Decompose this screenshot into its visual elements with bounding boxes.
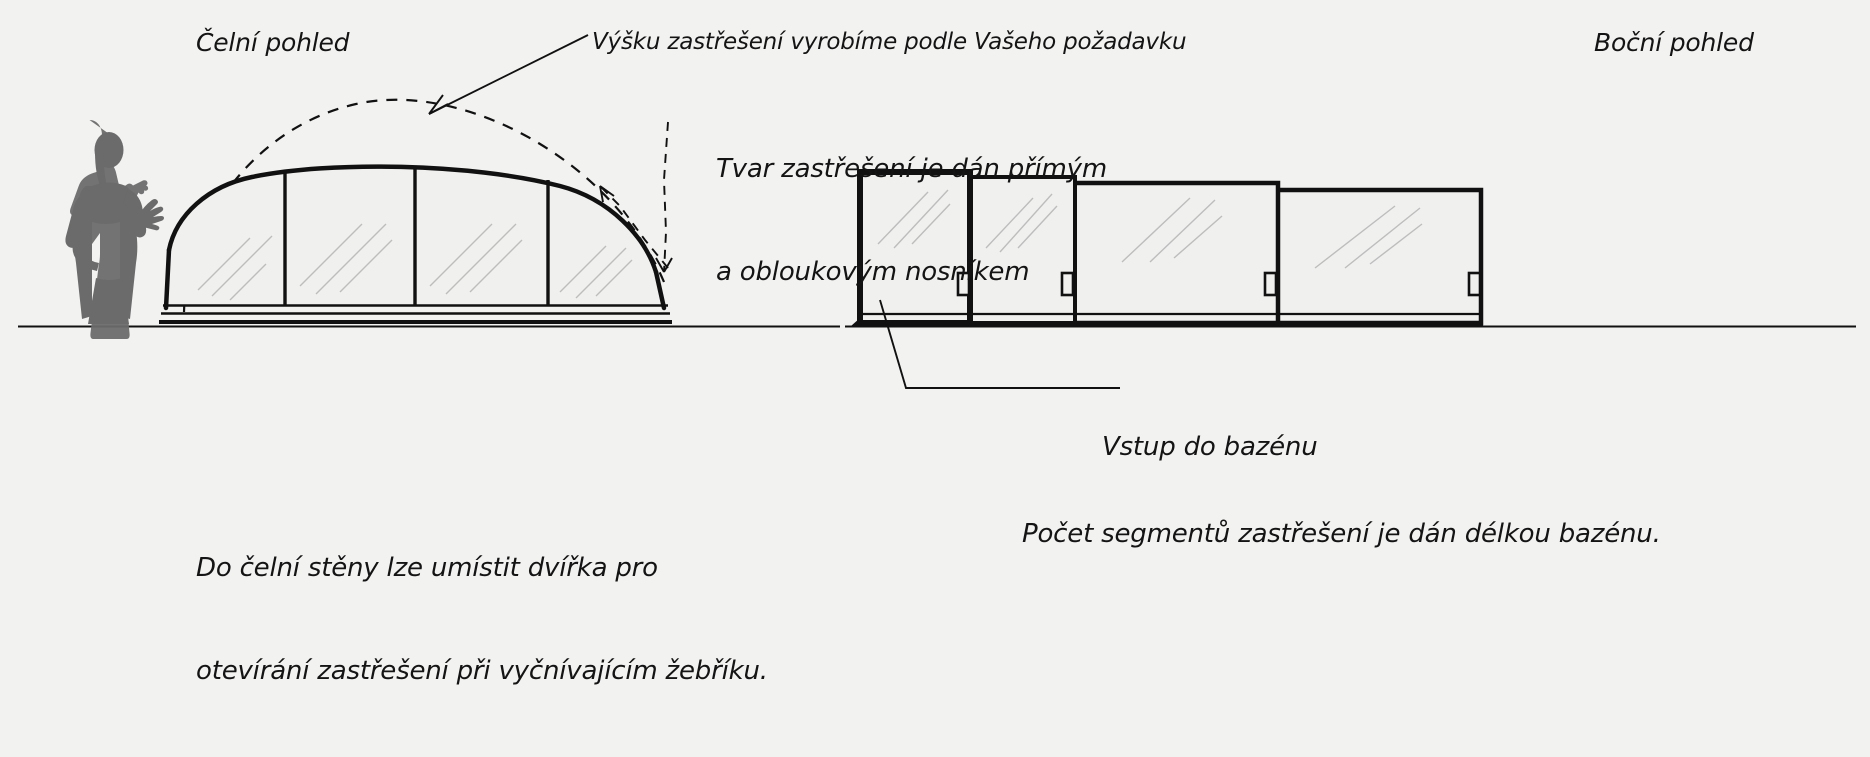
leader-height-note — [428, 34, 589, 115]
height-callout-label: Výšku zastřešení vyrobíme podle Vašeho p… — [592, 29, 1187, 55]
segment-1-glass-hatching — [877, 189, 951, 249]
side-segment-1-entry — [857, 169, 973, 326]
entry-callout-label: Vstup do bazénu — [1102, 432, 1318, 462]
diagram-canvas: Čelní pohled Boční pohled Výšku zastřeše… — [18, 28, 1856, 686]
arrowhead-height-note — [428, 94, 449, 115]
side-view-enclosure — [851, 169, 1484, 326]
side-footnote: Počet segmentů zastřešení je dán délkou … — [1022, 519, 1661, 549]
segment-3-handle — [1263, 271, 1278, 297]
segment-2-handle — [1060, 271, 1075, 297]
arch-left-leg — [163, 247, 172, 311]
arch-right-leg — [653, 269, 667, 311]
shape-callout-line-2: a obloukovým nosníkem — [716, 256, 1030, 287]
segment-3-glass-hatching — [1121, 197, 1223, 263]
arrowhead-shape-note-curved — [599, 185, 615, 203]
front-footnote-line-2: otevírání zastřešení při vyčnívajícím že… — [196, 655, 768, 686]
side-view-title: Boční pohled — [1594, 28, 1754, 57]
front-footnote-line-1: Do čelní stěny lze umístit dvířka pro — [196, 552, 658, 583]
leader-shape-note-straight — [663, 121, 669, 273]
person-silhouette — [65, 120, 164, 339]
front-footnote: Do čelní stěny lze umístit dvířka pro ot… — [196, 482, 768, 757]
segment-4-handle — [1467, 271, 1482, 297]
segment-1-handle — [956, 271, 971, 297]
arch-curved-beam — [166, 164, 659, 275]
front-glass-hatching — [197, 223, 633, 301]
segment-4-glass-hatching — [1314, 205, 1423, 269]
side-segment-2 — [963, 175, 1077, 325]
side-segment-4 — [1270, 187, 1484, 326]
front-view-title: Čelní pohled — [196, 28, 350, 57]
segment-2-glass-hatching — [985, 193, 1058, 253]
side-segment-3 — [1067, 180, 1281, 326]
leader-shape-note-curved — [599, 185, 669, 269]
leader-entry-note — [879, 299, 1120, 389]
pool-enclosure-drawing — [18, 34, 1856, 389]
front-view-enclosure — [159, 98, 672, 324]
shape-callout-label: Tvar zastřešení je dán přímým a obloukov… — [716, 83, 1107, 358]
arrowhead-shape-note-straight — [655, 257, 673, 273]
leader-lines — [428, 34, 1120, 389]
shape-callout-line-1: Tvar zastřešení je dán přímým — [716, 153, 1107, 184]
